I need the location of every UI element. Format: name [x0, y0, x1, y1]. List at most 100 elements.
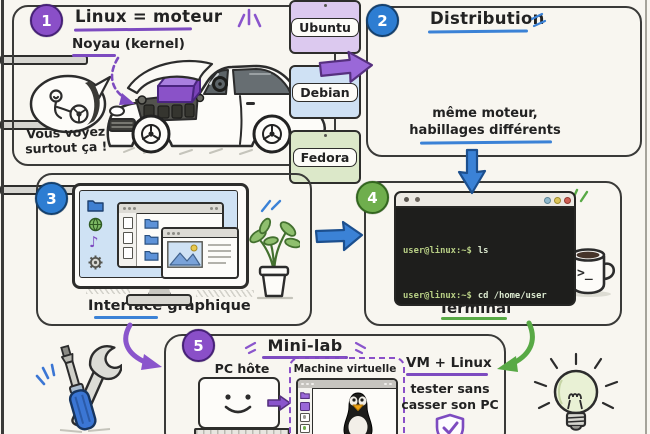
kernel-underline	[72, 54, 116, 57]
window-dot	[544, 197, 551, 204]
icon-dot	[302, 415, 306, 419]
kernel-dashed-arrow	[110, 56, 135, 105]
curved-arrow-icon	[123, 322, 162, 370]
webcam-dot	[323, 134, 327, 137]
tools-illustration	[35, 344, 122, 433]
laptop-icon: Fedora	[289, 130, 361, 184]
panel-gui	[36, 173, 312, 326]
doc-icon	[123, 217, 133, 229]
desktop-monitor: ♪	[72, 183, 249, 289]
app-icon	[300, 402, 310, 411]
text-line	[208, 250, 231, 252]
panel2-caption: même moteur,habillages différents	[409, 106, 561, 138]
window-sidebar	[119, 213, 137, 266]
image-viewer-window	[161, 227, 239, 279]
page-edge-left	[1, 0, 4, 434]
arrow-down-icon	[457, 148, 487, 195]
folder-icon	[144, 234, 159, 245]
step-5-badge: 5	[182, 329, 215, 362]
driver-figure	[49, 89, 89, 124]
kernel-label: Noyau (kernel)	[72, 36, 185, 52]
text-line	[208, 244, 231, 246]
window-dot	[301, 382, 304, 386]
curved-arrow-icon	[497, 320, 535, 372]
distro-label: Debian	[292, 82, 358, 102]
globe-icon	[88, 217, 103, 232]
doc-icon	[123, 247, 133, 259]
panel2-title: Distribution	[430, 9, 545, 28]
terminal-line: user@linux:~$cd /home/user	[403, 291, 547, 302]
monitor-base	[126, 294, 192, 306]
window-dot	[384, 382, 387, 386]
folder-icon	[144, 218, 159, 229]
panel4-label-underline	[441, 317, 507, 320]
vm-side-underline	[406, 373, 488, 376]
window-dot	[306, 382, 309, 386]
webcam-dot	[323, 4, 327, 7]
step-3-badge: 3	[35, 182, 68, 215]
doc-icon	[123, 232, 133, 244]
vm-dashed-box	[289, 357, 405, 434]
screwdriver-icon	[60, 344, 97, 431]
sparkle-mark	[260, 199, 282, 213]
window-dot	[167, 231, 170, 235]
sparkle-mark	[531, 12, 547, 28]
window-dot	[215, 207, 218, 210]
music-note-icon: ♪	[89, 233, 99, 251]
sparkle-mark	[35, 363, 56, 386]
laptop-keyboard	[194, 428, 290, 434]
tux-penguin	[343, 392, 373, 434]
shield-check-icon	[435, 413, 465, 434]
panel-distribution	[366, 6, 642, 157]
terminal-output: user@linux:~$ls user@linux:~$cd /home/us…	[396, 208, 574, 304]
step-4-badge: 4	[356, 181, 389, 214]
sparkle-mark	[237, 8, 262, 28]
photo-thumbnail	[167, 241, 203, 268]
window-dot	[389, 382, 392, 386]
panel3-label-underline	[94, 316, 158, 319]
monitor-screen: ♪	[79, 190, 239, 279]
terminal-window: user@linux:~$ls user@linux:~$cd /home/us…	[394, 191, 576, 306]
panel5-title: Mini-lab	[267, 336, 343, 355]
terminal-line: user@linux:~$ls	[403, 245, 489, 256]
coffee-mug: >_	[566, 244, 620, 298]
text-line	[208, 256, 231, 258]
window-dot	[554, 197, 561, 204]
app-icon	[300, 413, 310, 422]
window-titlebar	[163, 229, 237, 238]
window-dot	[128, 207, 131, 210]
distro-label: Ubuntu	[291, 17, 359, 37]
shadow-hatch	[86, 287, 130, 294]
window-dot	[172, 231, 175, 235]
arrow-right-icon	[314, 220, 364, 252]
window-titlebar	[298, 380, 396, 389]
window-dot	[415, 197, 420, 202]
step-1-badge: 1	[30, 4, 63, 37]
mug-prompt-text: >_	[577, 266, 593, 281]
folder-icon	[300, 392, 310, 399]
window-dot	[564, 197, 571, 204]
window-titlebar	[119, 204, 222, 214]
vm-window	[296, 378, 398, 434]
lightbulb-icon	[533, 352, 619, 431]
step-2-badge: 2	[366, 4, 399, 37]
speech-bubble	[29, 74, 112, 134]
arrow-right-icon	[318, 50, 374, 83]
potted-plant	[249, 217, 300, 300]
laptop-ubuntu: Ubuntu	[0, 0, 650, 65]
panel-terminal	[364, 181, 622, 326]
app-icon	[300, 424, 310, 433]
folder-icon	[87, 200, 104, 212]
distro-label: Fedora	[292, 147, 358, 167]
smiley-face	[224, 394, 252, 414]
sparkle-mark	[244, 341, 257, 355]
shadow-hatch	[196, 290, 254, 297]
vm-box-label: Machine virtuelle	[293, 363, 397, 375]
vm-side-title: VM + Linux	[406, 355, 492, 371]
window-dot	[177, 231, 180, 235]
window-dot	[311, 382, 314, 386]
terminal-titlebar	[396, 193, 574, 208]
